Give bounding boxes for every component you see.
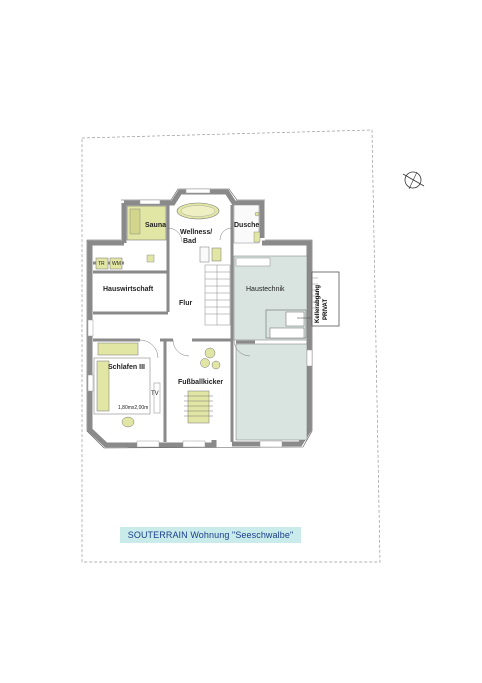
plan-title: SOUTERRAIN Wohnung "Seeschwalbe" [120,527,301,543]
wardrobe [97,342,139,356]
property-boundary [81,129,381,563]
haustechnik-room [233,255,308,341]
haustechnik-label: Haustechnik [246,286,285,293]
washing-machine-label: WM [112,261,121,267]
dryer-label: TR [98,261,105,267]
sauna-label: Sauna [145,222,167,229]
windows [87,188,313,448]
entrance-label-line2: PRIVAT [323,298,329,320]
cellar-entrance [311,271,340,327]
compass-icon [402,171,425,190]
wellness-label-line2: Bad [183,238,197,245]
flur-label: Flur [179,300,193,307]
seating [200,347,221,370]
wellness-label-line1: Wellness/ [180,229,213,236]
bed-size-label: 1,80mx2,00m [118,405,149,411]
dryer [95,257,109,270]
sauna-bench [129,208,141,235]
entrance-label-line1: Kellerabgang [315,284,321,323]
dusche-label: Dusche [234,222,260,229]
fussballkicker-label: Fußballkicker [178,379,224,386]
hauswirtschaft-label: Hauswirtschaft [103,286,154,293]
kicker-table [184,390,213,424]
door-swings [139,227,251,359]
washing-machine [109,257,123,270]
tv-label: TV [151,391,159,397]
schlafen-label: Schlafen III [108,364,145,371]
storage-room [235,343,308,441]
internal-walls [93,205,255,442]
staircase [204,264,231,326]
